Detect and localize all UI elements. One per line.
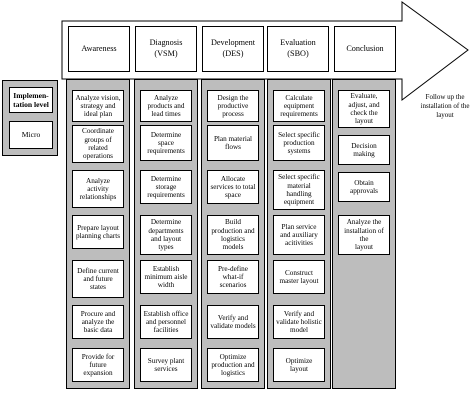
activity-box: Obtain approvals	[338, 172, 390, 202]
phase-box-1: Awareness	[68, 26, 130, 72]
phase-box-3: Development (DES)	[202, 26, 264, 72]
activity-box: Establish minimum aisle width	[140, 260, 192, 294]
activity-box: Determine space requirements	[140, 125, 192, 161]
activity-box: Establish office and personnel facilitie…	[140, 305, 192, 339]
activity-box: Analyze vision, strategy and ideal plan	[72, 90, 124, 122]
activity-box: Select specific production systems	[273, 125, 325, 161]
activity-box: Define current and future states	[72, 260, 124, 298]
phase-box-5: Conclusion	[334, 26, 396, 72]
activity-box: Verify and validate models	[207, 305, 259, 339]
activity-box: Construct master layout	[273, 260, 325, 294]
implementation-panel: Implemen- tation level Micro	[2, 80, 58, 156]
micro-level-label: Micro	[9, 121, 53, 149]
activity-box: Design the productive process	[207, 90, 259, 122]
activity-box: Analyze activity relationships	[72, 170, 124, 208]
activity-box: Pre-define what-if scenarios	[207, 260, 259, 294]
activity-box: Allocate services to total space	[207, 170, 259, 204]
activity-box: Calculate equipment requirements	[273, 90, 325, 122]
activity-box: Analyze products and lead times	[140, 90, 192, 122]
implementation-level-label: Implemen- tation level	[9, 87, 53, 113]
activity-box: Prepare layout planning charts	[72, 215, 124, 249]
activity-box: Determine storage requirements	[140, 170, 192, 204]
activity-box: Analyze the installation of the layout	[338, 215, 390, 255]
activity-box: Optimize layout	[273, 348, 325, 382]
activity-box: Plan material flows	[207, 125, 259, 161]
activity-box: Evaluate, adjust, and check the layout	[338, 90, 390, 128]
activity-box: Build production and logistics models	[207, 215, 259, 255]
phase-box-4: Evaluation (SBO)	[267, 26, 329, 72]
activity-box: Survey plant services	[140, 348, 192, 382]
activity-box: Optimize production and logistics	[207, 348, 259, 382]
caption-strip	[0, 394, 474, 402]
activity-box: Provide for future expansion	[72, 348, 124, 382]
activity-box: Procure and analyze the basic data	[72, 305, 124, 339]
activity-box: Decision making	[338, 135, 390, 165]
phase-box-2: Diagnosis (VSM)	[135, 26, 197, 72]
activity-box: Determine departments and layout types	[140, 215, 192, 255]
activity-box: Coordinate groups of related operations	[72, 125, 124, 163]
activity-box: Plan service and auxiliary acitivities	[273, 215, 325, 255]
activity-box: Select specific material handling equipm…	[273, 170, 325, 210]
activity-box: Verify and validate holistic model	[273, 305, 325, 339]
follow-up-note: Follow up the installation of the layout	[420, 93, 470, 119]
